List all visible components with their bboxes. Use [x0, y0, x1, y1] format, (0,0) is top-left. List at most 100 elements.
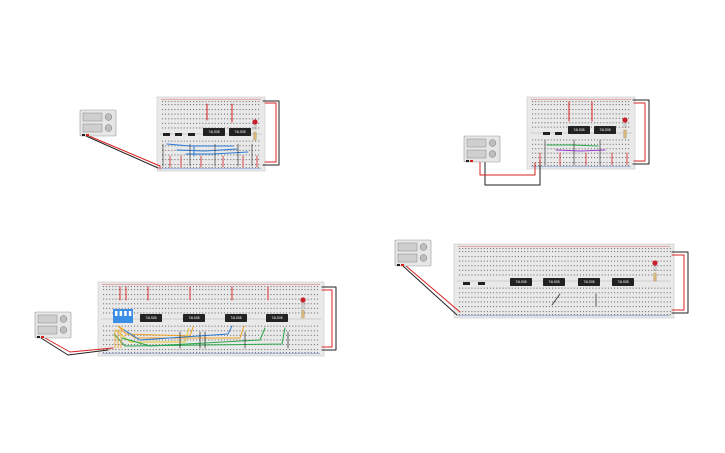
breadboard-hole	[617, 296, 619, 298]
breadboard-hole	[208, 113, 210, 115]
dip-switch-lever	[128, 311, 132, 316]
breadboard-hole	[227, 164, 229, 166]
breadboard-hole	[217, 154, 219, 156]
breadboard-hole	[134, 289, 136, 291]
breadboard-hole	[477, 314, 479, 316]
breadboard-hole	[527, 306, 529, 308]
breadboard-hole	[657, 274, 659, 276]
breadboard-hole	[149, 325, 151, 327]
breadboard-hole	[607, 296, 609, 298]
breadboard-hole	[245, 122, 247, 124]
breadboard-hole	[590, 117, 592, 119]
breadboard-hole	[202, 352, 204, 354]
breadboard-hole	[239, 294, 241, 296]
breadboard-groove	[101, 318, 321, 320]
breadboard-hole	[124, 289, 126, 291]
breadboard-hole	[109, 294, 111, 296]
breadboard-hole	[168, 325, 170, 327]
breadboard-hole	[202, 312, 204, 314]
breadboard-hole	[112, 352, 114, 354]
breadboard-hole	[660, 287, 662, 289]
breadboard-hole	[270, 307, 272, 309]
breadboard-hole	[589, 301, 591, 303]
breadboard-hole	[651, 287, 653, 289]
breadboard-hole	[471, 260, 473, 262]
breadboard-hole	[638, 269, 640, 271]
breadboard-hole	[614, 306, 616, 308]
breadboard-hole	[295, 344, 297, 346]
breadboard-hole	[545, 274, 547, 276]
breadboard-hole	[310, 294, 312, 296]
breadboard-hole	[193, 101, 195, 103]
breadboard-hole	[552, 287, 554, 289]
wires-layer	[40, 99, 689, 356]
breadboard-hole	[224, 122, 226, 124]
breadboard-hole	[524, 274, 526, 276]
breadboard-hole	[220, 286, 222, 288]
breadboard-hole	[255, 118, 257, 120]
breadboard-hole	[600, 143, 602, 145]
breadboard-hole	[273, 325, 275, 327]
breadboard-hole	[199, 294, 201, 296]
breadboard-hole	[155, 312, 157, 314]
breadboard-hole	[563, 101, 565, 103]
breadboard-hole	[550, 143, 552, 145]
breadboard-hole	[527, 292, 529, 294]
breadboard-hole	[583, 269, 585, 271]
dip-switch-lever	[115, 311, 118, 316]
terminal-icon	[86, 134, 89, 136]
breadboard-hole	[628, 104, 630, 106]
breadboard-hole	[536, 269, 538, 271]
breadboard-hole	[239, 145, 241, 147]
breadboard-hole	[177, 154, 179, 156]
breadboard-hole	[196, 344, 198, 346]
ic-chip-label: 74LS08	[146, 316, 157, 320]
breadboard-hole	[211, 286, 213, 288]
breadboard-hole	[502, 301, 504, 303]
breadboard-hole	[258, 113, 260, 115]
breadboard-hole	[298, 349, 300, 351]
breadboard-hole	[224, 154, 226, 156]
breadboard-hole	[196, 294, 198, 296]
breadboard-hole	[620, 269, 622, 271]
breadboard-hole	[121, 289, 123, 291]
breadboard-hole	[174, 352, 176, 354]
breadboard-hole	[242, 349, 244, 351]
breadboard-hole	[189, 330, 191, 332]
breadboard-hole	[270, 303, 272, 305]
breadboard-hole	[217, 303, 219, 305]
breadboard-hole	[177, 349, 179, 351]
breadboard-hole	[539, 301, 541, 303]
breadboard-hole	[270, 334, 272, 336]
breadboard-hole	[604, 292, 606, 294]
breadboard-hole	[623, 311, 625, 313]
breadboard-hole	[130, 298, 132, 300]
breadboard-hole	[316, 298, 318, 300]
breadboard-hole	[264, 330, 266, 332]
breadboard-hole	[610, 274, 612, 276]
breadboard-hole	[521, 265, 523, 267]
breadboard-hole	[483, 292, 485, 294]
breadboard-hole	[295, 312, 297, 314]
breadboard-hole	[109, 307, 111, 309]
breadboard-hole	[282, 330, 284, 332]
breadboard-hole	[583, 311, 585, 313]
breadboard-hole	[192, 325, 194, 327]
breadboard-hole	[273, 352, 275, 354]
breadboard-hole	[199, 289, 201, 291]
breadboard-hole	[521, 248, 523, 250]
breadboard-hole	[208, 294, 210, 296]
breadboard-hole	[548, 306, 550, 308]
breadboard-hole	[310, 325, 312, 327]
breadboard-hole	[248, 298, 250, 300]
breadboard-hole	[561, 265, 563, 267]
breadboard-hole	[533, 265, 535, 267]
breadboard-hole	[168, 303, 170, 305]
breadboard-hole	[471, 314, 473, 316]
breadboard-hole	[165, 312, 167, 314]
breadboard-hole	[103, 312, 105, 314]
small-chip	[543, 132, 550, 135]
ic-chip-label: 74LS08	[209, 130, 220, 134]
breadboard-hole	[623, 296, 625, 298]
breadboard-hole	[597, 148, 599, 150]
